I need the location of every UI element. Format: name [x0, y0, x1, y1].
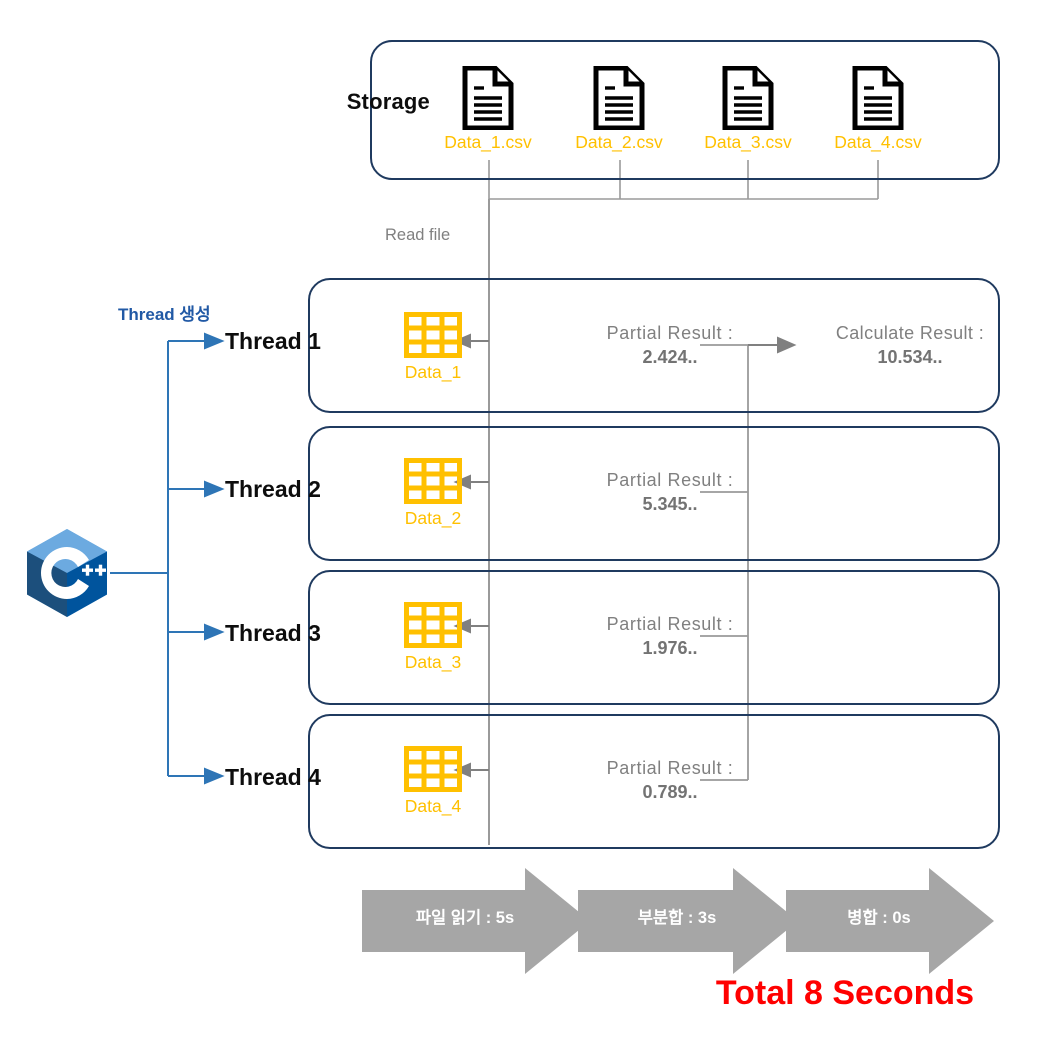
- phase-partial-sum[interactable]: 부분합 : 3s: [578, 878, 798, 954]
- phase-label-2: 부분합 : 3s: [637, 909, 717, 927]
- storage-file-1[interactable]: Data_1.csv: [428, 66, 548, 153]
- calculate-result-value: 10.534..: [877, 346, 943, 367]
- total-time-label: Total 8 Seconds: [715, 974, 975, 1012]
- document-icon: [852, 66, 904, 130]
- document-icon: [593, 66, 645, 130]
- thread-container-3: [308, 570, 1000, 705]
- document-icon: [722, 66, 774, 130]
- partial-result-1: Partial Result : 2.424..: [555, 322, 785, 370]
- calculate-result-title: Calculate Result :: [835, 323, 985, 343]
- storage-file-name: Data_3.csv: [704, 132, 792, 152]
- cpp-logo-icon: [27, 529, 107, 617]
- partial-result-title-2: Partial Result :: [606, 470, 734, 490]
- partial-result-value-3: 1.976..: [642, 637, 698, 658]
- thread-container-1: [308, 278, 1000, 413]
- partial-result-2: Partial Result : 5.345..: [555, 469, 785, 517]
- table-icon: [404, 458, 462, 504]
- partial-result-value-1: 2.424..: [642, 346, 698, 367]
- storage-file-4[interactable]: Data_4.csv: [818, 66, 938, 153]
- partial-result-title-4: Partial Result :: [606, 758, 734, 778]
- thread-label-3: Thread 3: [225, 620, 321, 646]
- storage-container: [370, 40, 1000, 180]
- phase-read-file[interactable]: 파일 읽기 : 5s: [362, 878, 590, 954]
- thread-table-label-3: Data_3: [404, 652, 462, 672]
- partial-result-3: Partial Result : 1.976..: [555, 613, 785, 661]
- thread-label-1: Thread 1: [225, 328, 321, 354]
- thread-table-4[interactable]: Data_4: [373, 746, 493, 817]
- thread-label-2: Thread 2: [225, 476, 321, 502]
- thread-table-2[interactable]: Data_2: [373, 458, 493, 529]
- partial-result-title-3: Partial Result :: [606, 614, 734, 634]
- cpp-logo: [22, 527, 112, 619]
- storage-label: Storage: [346, 89, 430, 114]
- phase-merge[interactable]: 병합 : 0s: [786, 878, 994, 954]
- thread-table-label-1: Data_1: [404, 362, 462, 382]
- partial-result-4: Partial Result : 0.789..: [555, 757, 785, 805]
- storage-file-name: Data_4.csv: [834, 132, 922, 152]
- phase-label-1: 파일 읽기 : 5s: [415, 909, 515, 927]
- storage-file-name: Data_2.csv: [575, 132, 663, 152]
- storage-file-name: Data_1.csv: [444, 132, 532, 152]
- storage-file-3[interactable]: Data_3.csv: [688, 66, 808, 153]
- phase-label-3: 병합 : 0s: [847, 909, 911, 927]
- calculate-result: Calculate Result : 10.534..: [795, 322, 1025, 370]
- partial-result-value-2: 5.345..: [642, 493, 698, 514]
- thread-create-label: Thread 생성: [118, 305, 211, 324]
- partial-result-value-4: 0.789..: [642, 781, 698, 802]
- table-icon: [404, 746, 462, 792]
- thread-container-4: [308, 714, 1000, 849]
- storage-file-2[interactable]: Data_2.csv: [559, 66, 679, 153]
- thread-table-label-4: Data_4: [404, 796, 462, 816]
- read-file-label: Read file: [385, 226, 451, 244]
- document-icon: [462, 66, 514, 130]
- table-icon: [404, 312, 462, 358]
- table-icon: [404, 602, 462, 648]
- thread-table-3[interactable]: Data_3: [373, 602, 493, 673]
- thread-table-1[interactable]: Data_1: [373, 312, 493, 383]
- thread-label-4: Thread 4: [225, 764, 321, 790]
- partial-result-title-1: Partial Result :: [606, 323, 734, 343]
- thread-container-2: [308, 426, 1000, 561]
- thread-table-label-2: Data_2: [404, 508, 462, 528]
